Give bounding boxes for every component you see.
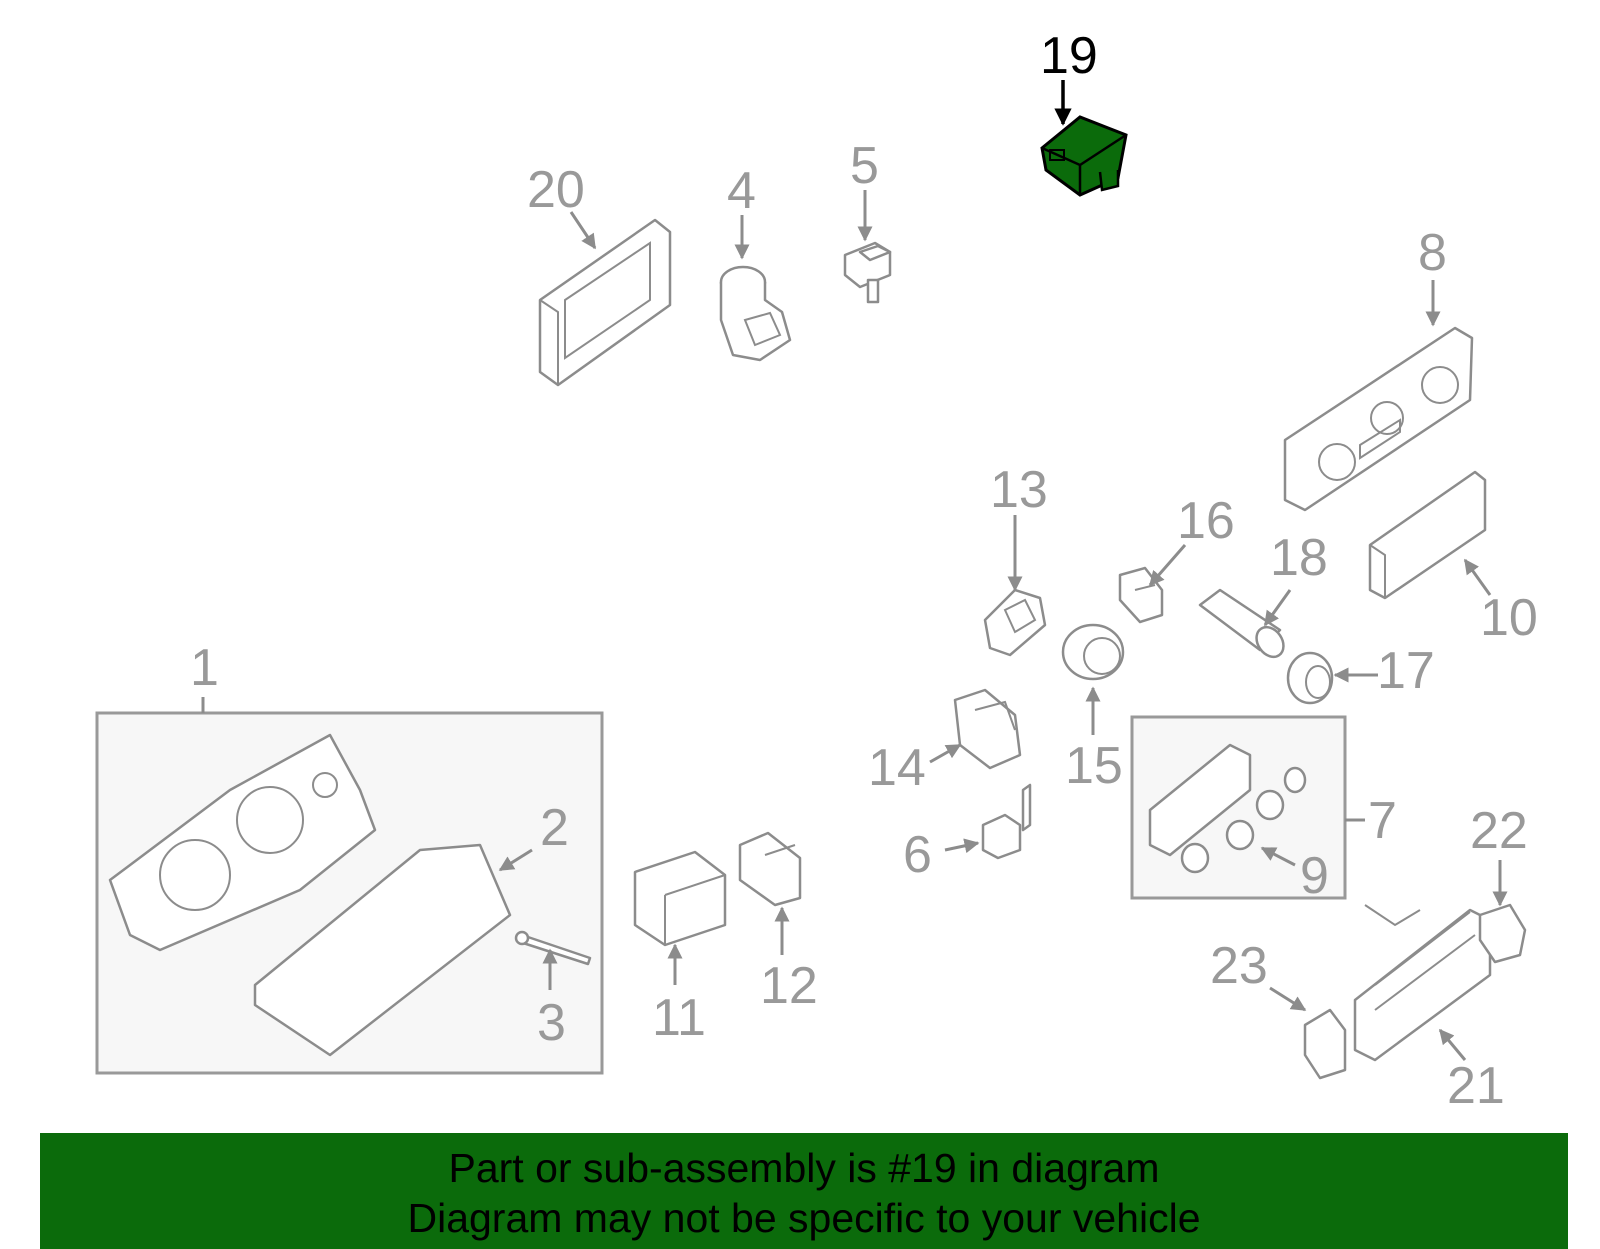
- part-13-switch: [983, 588, 1047, 657]
- callout-16: 16: [1177, 492, 1235, 550]
- part-6-switch: [981, 783, 1032, 860]
- callout-6: 6: [903, 826, 932, 884]
- part-23-switch: [1303, 1008, 1347, 1080]
- callout-12: 12: [760, 957, 818, 1015]
- part-14-switch: [953, 688, 1022, 770]
- part-16-switch: [1118, 566, 1164, 624]
- part-9-knobs: [1180, 766, 1307, 874]
- callout-1: 1: [190, 639, 219, 697]
- callout-17: 17: [1377, 642, 1435, 700]
- callout-10: 10: [1480, 589, 1538, 647]
- part-11-switch: [633, 850, 727, 947]
- callout-18: 18: [1270, 529, 1328, 587]
- callout-20: 20: [527, 161, 585, 219]
- callout-19: 19: [1040, 27, 1098, 85]
- part-7-panel: [1148, 743, 1252, 857]
- callout-14: 14: [868, 739, 926, 797]
- info-banner: Part or sub-assembly is #19 in diagram D…: [40, 1133, 1568, 1249]
- banner-line-2: Diagram may not be specific to your vehi…: [407, 1195, 1201, 1241]
- part-21-control-panel: [1353, 904, 1492, 1062]
- callout-4: 4: [727, 162, 756, 220]
- callout-9: 9: [1300, 847, 1329, 905]
- banner-line-1: Part or sub-assembly is #19 in diagram: [448, 1145, 1160, 1191]
- part-1-cluster: [108, 733, 377, 952]
- callout-13: 13: [990, 461, 1048, 519]
- callout-23: 23: [1210, 937, 1268, 995]
- part-12-switch: [738, 831, 802, 907]
- callout-21: 21: [1447, 1057, 1505, 1115]
- callout-22: 22: [1470, 802, 1528, 860]
- part-15-knob: [1061, 623, 1125, 681]
- callout-8: 8: [1418, 224, 1447, 282]
- part-8-climate-control: [1283, 326, 1474, 512]
- callout-2: 2: [540, 799, 569, 857]
- part-2-lens: [253, 843, 512, 1057]
- part-17-cap: [1286, 651, 1334, 705]
- part-10-module: [1368, 470, 1487, 600]
- part-20-display: [538, 218, 672, 387]
- callout-3: 3: [537, 994, 566, 1052]
- callout-7: 7: [1368, 792, 1397, 850]
- callout-5: 5: [850, 137, 879, 195]
- part-22-switch: [1478, 903, 1527, 964]
- callout-11: 11: [652, 989, 706, 1047]
- part-19-module[interactable]: [1040, 115, 1128, 197]
- callout-15: 15: [1065, 737, 1123, 795]
- part-4-switch: [719, 265, 792, 362]
- part-18-socket: [1198, 588, 1285, 659]
- part-5-sensor: [843, 241, 892, 304]
